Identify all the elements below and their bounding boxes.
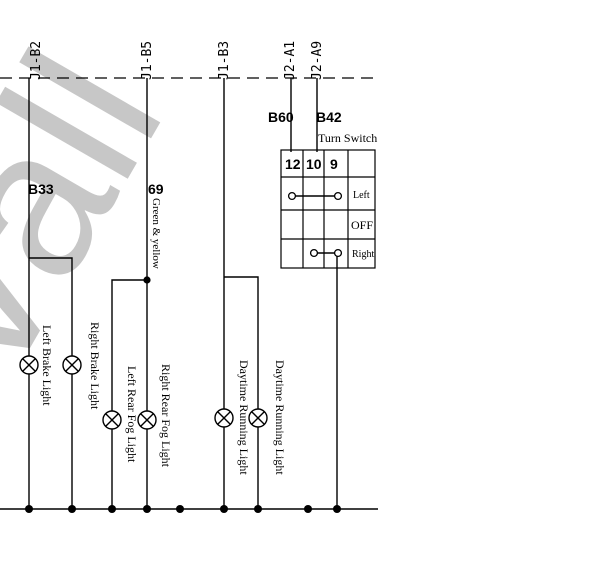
switch-col-12: 12 (285, 156, 301, 172)
ground-dot-8 (304, 505, 312, 513)
connector-j1-b2: J1-B2 (29, 41, 44, 80)
switch-row-left: Left (353, 190, 370, 201)
label-left-rear-fog-light: Left Rear Fog Light (125, 366, 139, 463)
junction-dot-69 (143, 276, 151, 284)
connector-j2-a9: J2-A9 (310, 41, 325, 80)
switch-row-off: OFF (351, 218, 373, 232)
wire-color-green-yellow: Green & yellow (150, 198, 162, 269)
label-left-brake-light: Left Brake Light (40, 325, 54, 406)
ground-dot-6 (220, 505, 228, 513)
ground-dot-1 (25, 505, 33, 513)
ground-dot-3 (108, 505, 116, 513)
switch-row-right: Right (352, 249, 374, 260)
switch-col-10: 10 (306, 156, 322, 172)
wire-drl-branch (224, 276, 259, 509)
wire-label-b60: B60 (268, 109, 294, 125)
wire-label-69: 69 (148, 181, 164, 197)
label-drl-1: Daytime Running Light (237, 360, 251, 475)
label-right-brake-light: Right Brake Light (88, 322, 102, 410)
connector-j1-b5: J1-B5 (140, 41, 155, 80)
ground-dot-5 (176, 505, 184, 513)
lamp-drl-1 (214, 408, 234, 428)
switch-contact-left (287, 191, 343, 201)
wire-right-brake-branch (29, 257, 73, 509)
lamp-right-brake (62, 355, 82, 375)
turn-switch-title: Turn Switch (318, 131, 377, 145)
label-drl-2: Daytime Running Light (273, 360, 287, 475)
switch-col-9: 9 (330, 156, 338, 172)
turn-switch-table (280, 149, 376, 269)
lamp-right-rear-fog (137, 410, 157, 430)
lamp-drl-2 (248, 408, 268, 428)
ground-dot-4 (143, 505, 151, 513)
wire-label-b42: B42 (316, 109, 342, 125)
wire-label-b33: B33 (28, 181, 54, 197)
connector-j2-a1: J2-A1 (283, 41, 298, 80)
label-right-rear-fog-light: Right Rear Fog Light (159, 364, 173, 468)
ground-dot-7 (254, 505, 262, 513)
switch-contact-right (309, 248, 343, 258)
connector-j1-b3: J1-B3 (217, 41, 232, 80)
wire-left-fog-branch (111, 279, 147, 509)
lamp-left-rear-fog (102, 410, 122, 430)
ground-dot-2 (68, 505, 76, 513)
ground-dot-9 (333, 505, 341, 513)
lamp-left-brake (19, 355, 39, 375)
